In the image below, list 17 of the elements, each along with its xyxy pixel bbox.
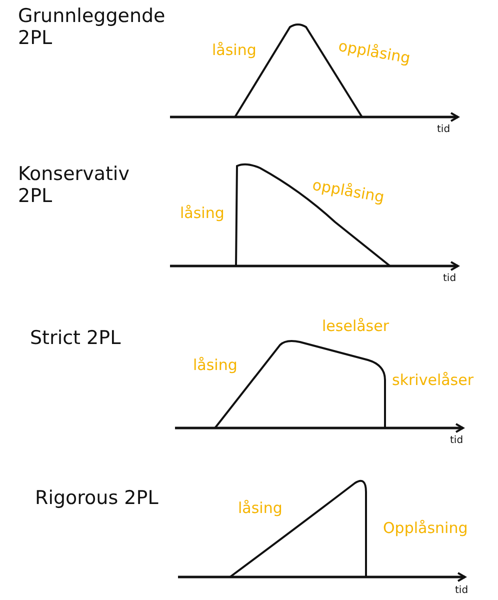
phase-label: låsing bbox=[238, 500, 282, 518]
phase-label: opplåsing bbox=[311, 176, 386, 206]
axis-label: tid bbox=[450, 435, 464, 446]
phase-label: låsing bbox=[180, 205, 224, 222]
panel-title: Strict 2PL bbox=[30, 328, 122, 350]
panel-title: Grunnleggende 2PL bbox=[18, 6, 166, 50]
phase-label: leselåser bbox=[322, 318, 390, 336]
phase-label: låsing bbox=[193, 357, 238, 374]
panel-title: Rigorous 2PL bbox=[35, 488, 160, 510]
phase-label: opplåsing bbox=[337, 38, 412, 68]
phase-label: Opplåsning bbox=[383, 520, 468, 538]
panel-title: Konservativ 2PL bbox=[18, 164, 130, 208]
phase-label: skrivelåser bbox=[392, 372, 474, 390]
axis-label: tid bbox=[437, 124, 450, 136]
axis-label: tid bbox=[443, 273, 456, 284]
axis-label: tid bbox=[455, 585, 468, 596]
phase-label: låsing bbox=[212, 42, 256, 60]
